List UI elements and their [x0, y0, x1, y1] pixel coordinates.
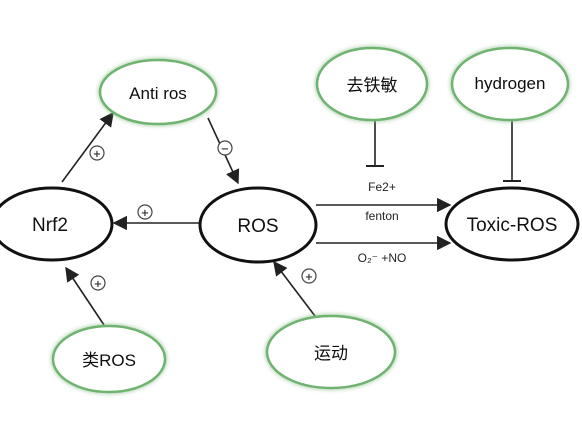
- sign-plus-nrf2-anti-ros: +: [89, 145, 105, 161]
- edge-ros-like-to-nrf2: [65, 266, 105, 326]
- svg-text:hydrogen: hydrogen: [475, 74, 546, 93]
- svg-text:Nrf2: Nrf2: [32, 215, 68, 236]
- svg-text:+: +: [141, 208, 149, 219]
- svg-text:Toxic-ROS: Toxic-ROS: [467, 215, 558, 236]
- svg-text:Anti ros: Anti ros: [129, 84, 187, 103]
- edge-exercise-to-ros: [273, 260, 319, 321]
- node-hydrogen: hydrogen: [450, 46, 570, 122]
- svg-text:+: +: [93, 149, 101, 160]
- sign-plus-exercise-ros: +: [301, 268, 317, 284]
- svg-text:类ROS: 类ROS: [82, 351, 136, 370]
- node-ros-like: 类ROS: [51, 324, 167, 394]
- node-ros: ROS: [198, 186, 318, 264]
- edge-nrf2-to-anti-ros: [61, 111, 114, 183]
- node-nrf2: Nrf2: [0, 186, 114, 262]
- svg-text:运动: 运动: [314, 344, 348, 363]
- sign-plus-ros-like-nrf2: +: [90, 275, 106, 291]
- edge-label-fe2: Fe2+: [368, 180, 396, 194]
- svg-text:+: +: [305, 272, 313, 283]
- node-toxic-ros: Toxic-ROS: [444, 186, 580, 262]
- svg-text:−: −: [221, 144, 229, 155]
- svg-text:去铁敏: 去铁敏: [347, 76, 398, 95]
- node-exercise: 运动: [265, 314, 397, 390]
- node-anti-ros: Anti ros: [98, 58, 218, 126]
- edge-label-o2-no: O₂⁻ +NO: [358, 251, 407, 265]
- node-iron-chelator: 去铁敏: [315, 46, 429, 122]
- edge-label-fenton: fenton: [365, 209, 398, 223]
- sign-plus-ros-nrf2: +: [137, 204, 153, 220]
- svg-text:+: +: [94, 279, 102, 290]
- sign-minus-anti-ros-ros: −: [217, 140, 233, 156]
- svg-text:ROS: ROS: [237, 216, 278, 237]
